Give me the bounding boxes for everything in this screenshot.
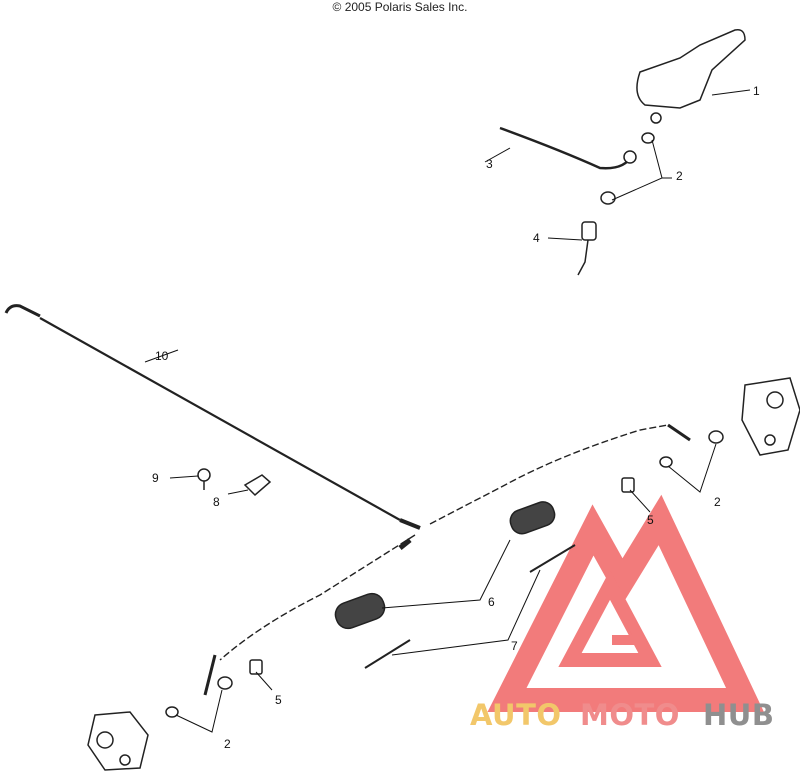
- grips-part-6: [334, 501, 556, 630]
- pins-part-7: [364, 544, 576, 669]
- callout-10: 10: [155, 349, 169, 363]
- callout-2-lower: 2: [224, 737, 231, 751]
- watermark-moto: MOTO: [580, 698, 680, 732]
- callout-2-upper: 2: [676, 169, 683, 183]
- brake-caliper-left-icon: [87, 711, 149, 771]
- banjo-fitting-icon: [623, 150, 637, 164]
- callout-5-lower: 5: [275, 693, 282, 707]
- crush-washers-lower-left: [165, 659, 263, 718]
- clip-part-9: [197, 468, 211, 490]
- callout-1: 1: [753, 84, 760, 98]
- brake-lever-part-1: [636, 28, 746, 124]
- callout-6: 6: [488, 595, 495, 609]
- callout-9: 9: [152, 471, 159, 485]
- watermark-auto: AUTO: [470, 698, 562, 732]
- crush-washers-right: [621, 430, 724, 493]
- brake-switch-part-4: [577, 221, 597, 276]
- callout-2-right: 2: [714, 495, 721, 509]
- crush-washers-part-2: [600, 132, 655, 205]
- watermark-hub: HUB: [703, 698, 774, 732]
- copyright-text: © 2005 Polaris Sales Inc.: [332, 0, 468, 14]
- brake-caliper-right-icon: [741, 377, 800, 456]
- leader-lines: [144, 89, 751, 733]
- watermark-logo-icon: [487, 494, 764, 712]
- callout-5-right: 5: [647, 513, 654, 527]
- main-brake-line-part-10: [4, 304, 691, 696]
- callout-4: 4: [533, 231, 540, 245]
- callout-8: 8: [213, 495, 220, 509]
- clip-part-8: [243, 474, 272, 497]
- watermark-text: AUTO MOTO HUB: [470, 698, 774, 732]
- callout-7: 7: [511, 639, 518, 653]
- brake-hose-part-3: [499, 126, 634, 170]
- callout-3: 3: [486, 157, 493, 171]
